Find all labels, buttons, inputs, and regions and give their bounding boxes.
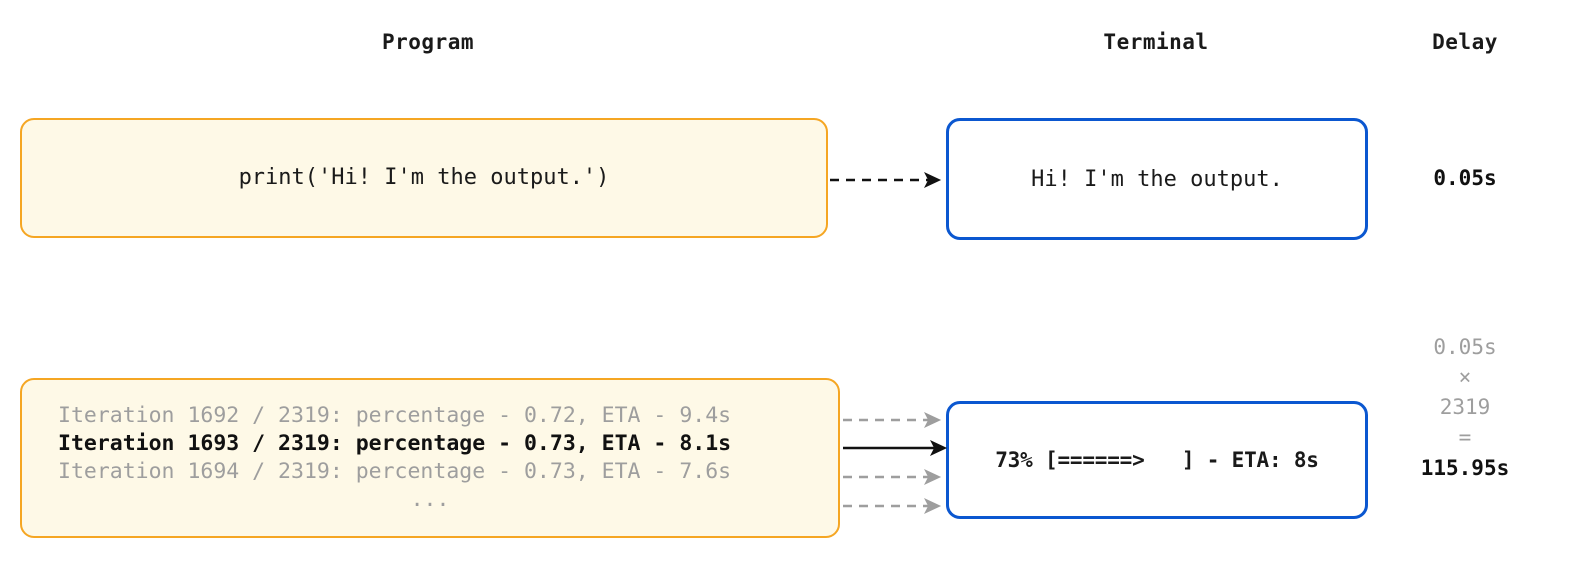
delay-unit: 0.05s xyxy=(1433,335,1497,359)
delay-total-value: 115.95s xyxy=(1420,456,1510,480)
program-log-ellipsis: ... xyxy=(410,487,450,512)
delay-value-row1: 0.05s xyxy=(1433,166,1497,190)
terminal-box-simple-output: Hi! I'm the output. xyxy=(946,118,1368,240)
program-box-loop-logging: Iteration 1692 / 2319: percentage - 0.72… xyxy=(20,378,840,538)
terminal-output-line: Hi! I'm the output. xyxy=(1031,166,1283,192)
delay-calculation-row2: 0.05s × 2319 = 115.95s xyxy=(1365,332,1565,484)
program-log-line: Iteration 1692 / 2319: percentage - 0.72… xyxy=(58,403,732,428)
program-log-line-active: Iteration 1693 / 2319: percentage - 0.73… xyxy=(58,431,732,456)
column-header-terminal: Terminal xyxy=(1103,30,1209,54)
delay-times-operator: × xyxy=(1458,365,1472,389)
program-box-simple-print: print('Hi! I'm the output.') xyxy=(20,118,828,238)
terminal-box-progress-bar: 73% [======> ] - ETA: 8s xyxy=(946,401,1368,519)
program-log-line: Iteration 1694 / 2319: percentage - 0.73… xyxy=(58,459,732,484)
column-header-delay: Delay xyxy=(1432,30,1498,54)
delay-iteration-count: 2319 xyxy=(1439,395,1491,419)
program-code-line: print('Hi! I'm the output.') xyxy=(238,165,610,190)
delay-equals-operator: = xyxy=(1458,425,1472,449)
terminal-progress-bar-line: 73% [======> ] - ETA: 8s xyxy=(995,448,1319,472)
column-header-program: Program xyxy=(381,30,475,54)
